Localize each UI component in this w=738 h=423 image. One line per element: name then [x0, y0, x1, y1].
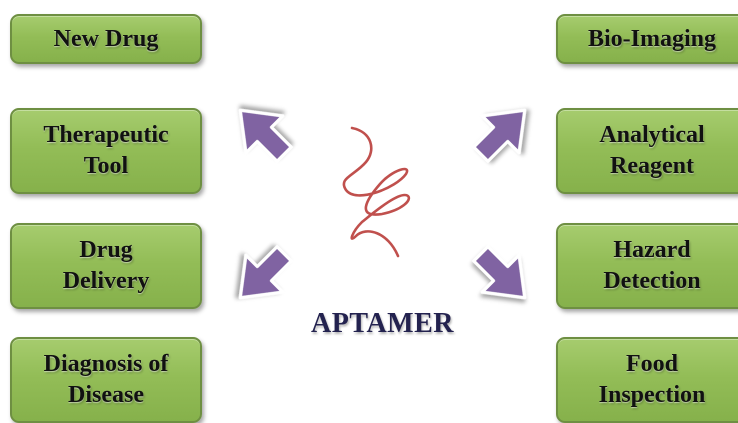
- aptamer-label: APTAMER: [311, 308, 454, 339]
- analytical-reagent-box: Analytical Reagent: [556, 108, 738, 194]
- bio-imaging-box: Bio-Imaging: [556, 14, 738, 64]
- new-drug-box: New Drug: [10, 14, 202, 64]
- hazard-detection-box: Hazard Detection: [556, 223, 738, 309]
- arrow-to-drug-delivery-icon: [238, 245, 293, 300]
- arrow-to-analytical-reagent-icon: [472, 108, 527, 163]
- drug-delivery-box: Drug Delivery: [10, 223, 202, 309]
- arrow-to-hazard-detection-icon: [472, 245, 527, 300]
- diagnosis-of-disease-box: Diagnosis of Disease: [10, 337, 202, 423]
- aptamer-strand-icon: [342, 126, 411, 258]
- food-inspection-box: Food Inspection: [556, 337, 738, 423]
- arrow-to-therapeutic-tool-icon: [238, 108, 293, 163]
- therapeutic-tool-box: Therapeutic Tool: [10, 108, 202, 194]
